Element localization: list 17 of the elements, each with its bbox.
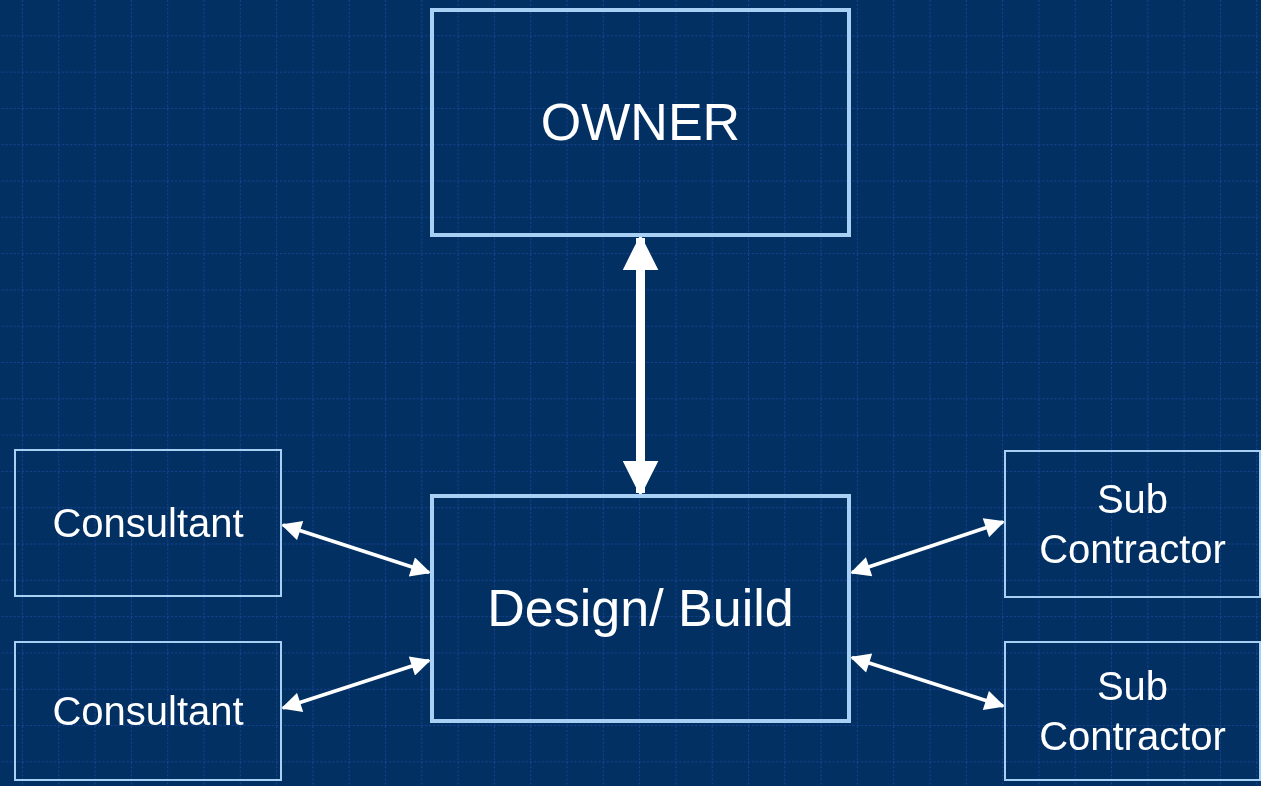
role-box xyxy=(430,8,851,237)
role-box xyxy=(1004,641,1261,781)
double-arrow xyxy=(850,518,1005,577)
double-arrow xyxy=(850,653,1005,710)
role-label: Sub Contractor xyxy=(1038,476,1227,573)
role-box xyxy=(1004,450,1261,598)
double-arrow xyxy=(281,521,431,577)
role-box xyxy=(430,494,851,723)
double-arrow xyxy=(622,234,659,497)
role-box xyxy=(14,641,282,781)
double-arrow xyxy=(281,656,431,712)
role-label: Sub Contractor xyxy=(1038,663,1227,760)
role-box xyxy=(14,449,282,597)
role-label: OWNER xyxy=(539,92,742,153)
role-label: Design/ Build xyxy=(486,578,795,639)
role-label: Consultant xyxy=(51,500,245,547)
role-label: Consultant xyxy=(51,688,245,735)
